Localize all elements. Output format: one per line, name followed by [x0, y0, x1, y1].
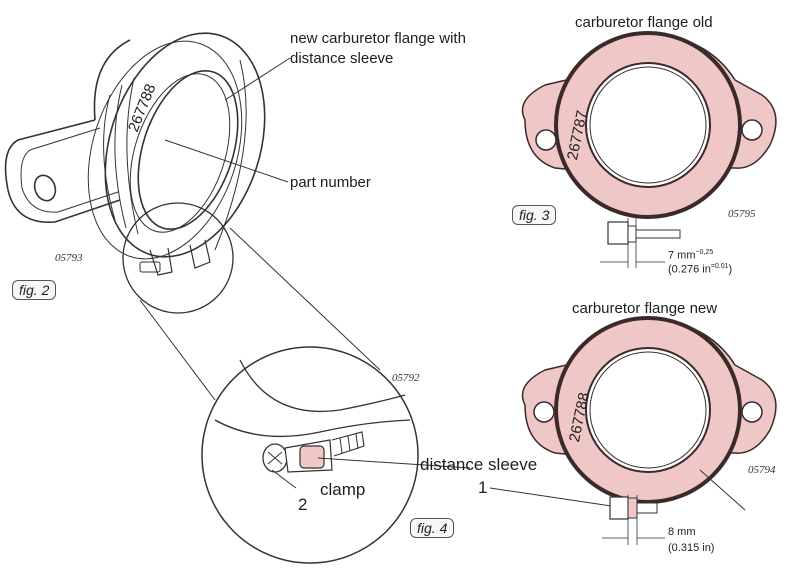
- fig2-new-flange-callout-line2: distance sleeve: [290, 50, 394, 67]
- new-flange-title: carburetor flange new: [572, 300, 718, 317]
- detail-connector-bottom: [139, 299, 216, 401]
- fig3-dim-mm-tolerance: −0,25: [695, 249, 714, 256]
- fig2-label: fig. 2: [12, 280, 57, 300]
- fig4-distance-sleeve-callout: distance sleeve: [420, 455, 538, 474]
- fig3-dim-in-value: (0.276 in: [668, 263, 711, 276]
- fig3-label: fig. 3: [512, 205, 557, 225]
- fig4-callout-number-2: 2: [298, 495, 308, 514]
- fig2-leader-lines: [164, 57, 291, 183]
- fig4-callout-number-1: 1: [478, 478, 488, 497]
- fig2-part-number-callout: part number: [290, 174, 371, 191]
- fig2-figure-code: 05793: [55, 252, 83, 264]
- new-flange-figure-code: 05794: [748, 464, 776, 476]
- new-flange-dimension-mm: 8 mm: [668, 526, 696, 538]
- fig2-new-flange-callout-line1: new carburetor flange with: [290, 30, 466, 47]
- fig3-dimension-mm: 7 mm−0,25: [668, 249, 713, 262]
- fig2-detail-circle: [122, 202, 234, 314]
- new-flange-drawing: [521, 316, 777, 545]
- fig4-figure-code: 05792: [392, 372, 420, 384]
- fig2-flange-drawing: [4, 32, 266, 276]
- fig3-dim-in-tolerance: =0.01: [710, 263, 729, 270]
- fig3-dim-in-close: ): [728, 263, 733, 276]
- fig3-flange-drawing: [521, 31, 777, 268]
- fig3-figure-code: 05795: [728, 208, 756, 220]
- fig4-detail-drawing: [201, 346, 619, 564]
- fig3-title: carburetor flange old: [575, 14, 713, 31]
- fig4-label: fig. 4: [410, 518, 455, 538]
- fig4-clamp-callout: clamp: [320, 480, 366, 499]
- fig3-dim-mm-value: 7 mm: [668, 249, 696, 262]
- new-flange-dimension-in: (0.315 in): [668, 542, 715, 554]
- detail-connector-top: [229, 227, 381, 371]
- fig3-dimension-in: (0.276 in=0.01): [668, 263, 732, 276]
